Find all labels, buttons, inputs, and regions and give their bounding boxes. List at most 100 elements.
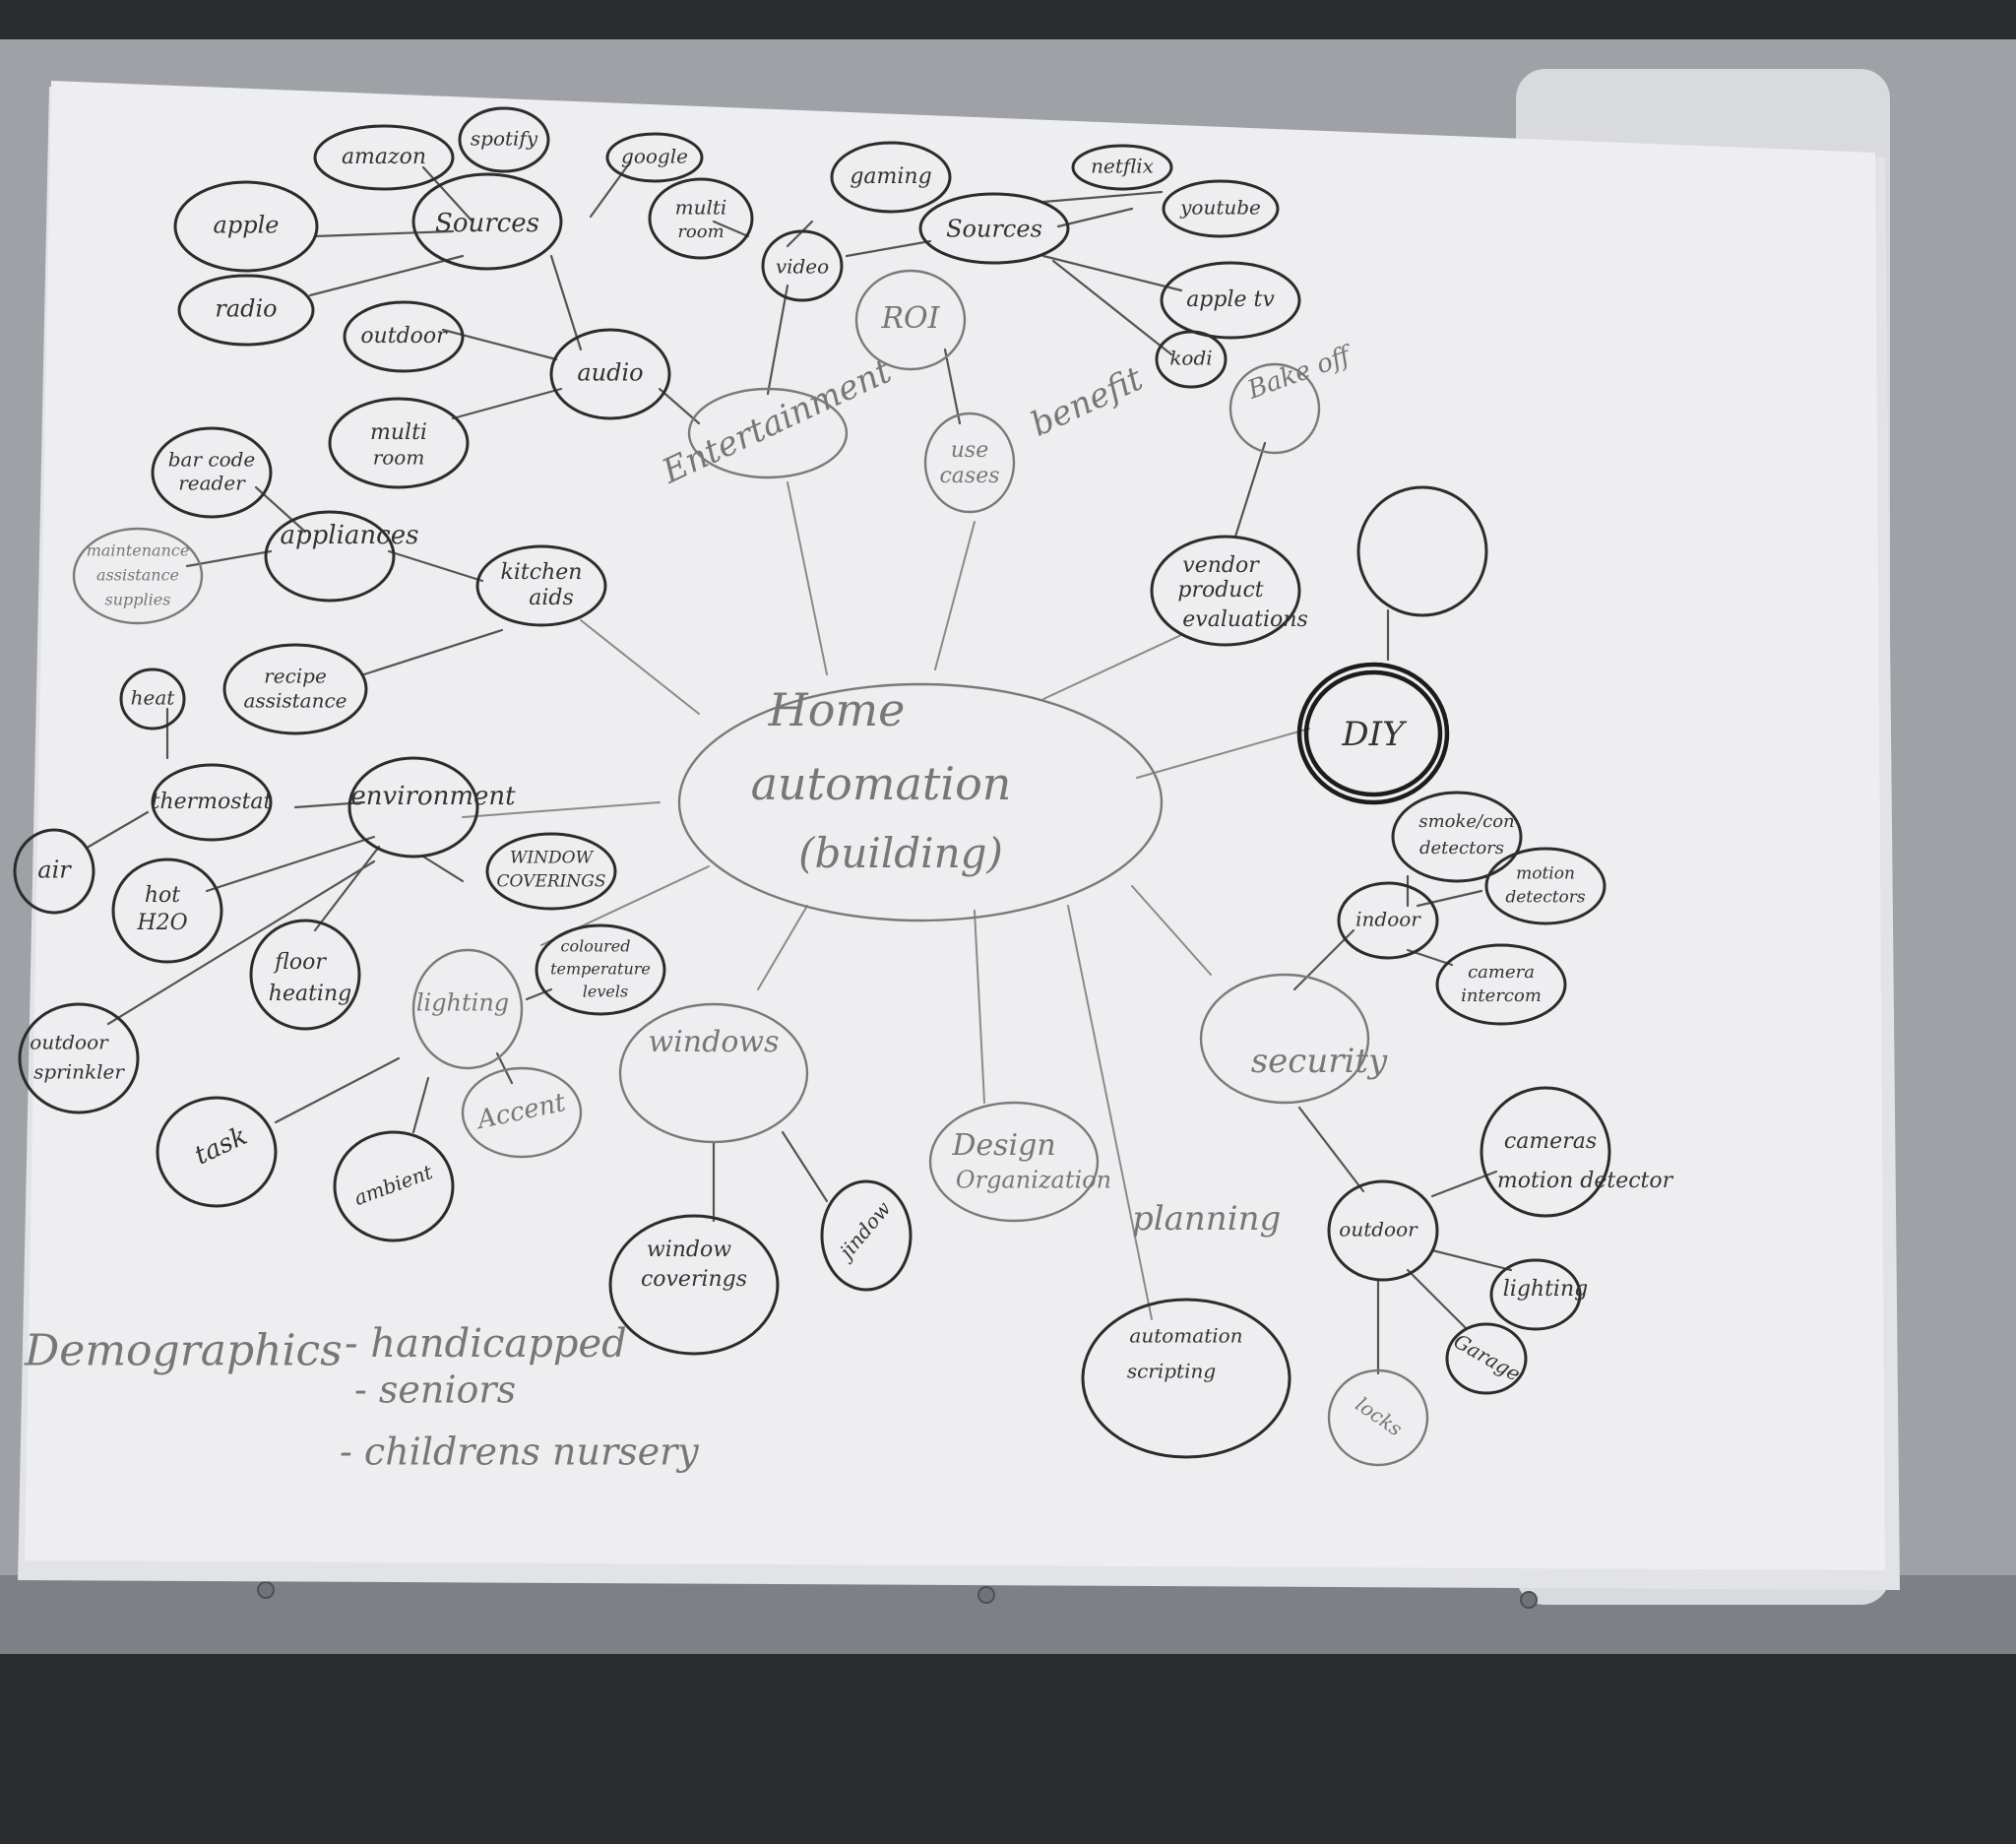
vendor-label-2: product [1177, 578, 1263, 603]
security-node [1199, 973, 1370, 1105]
amazon-node [313, 124, 455, 191]
apple-node [173, 180, 319, 273]
appliances-node [264, 510, 396, 603]
window-coverings-node [608, 1214, 780, 1356]
audio-node [549, 328, 671, 420]
environment-node [347, 756, 479, 858]
screw [1520, 1591, 1538, 1609]
window-coverings-env-label-2: COVERINGS [497, 872, 606, 892]
screw [977, 1586, 995, 1604]
design-label-2: Organization [956, 1167, 1111, 1194]
appletv-label: apple tv [1186, 287, 1275, 312]
apple-label: apple [214, 212, 280, 239]
indoor-label: indoor [1355, 908, 1421, 931]
thermostat-node [151, 763, 273, 842]
spotify-node [458, 106, 550, 173]
automation-scripting-node [1081, 1298, 1292, 1459]
smoke-label-2: detectors [1419, 838, 1504, 858]
motion-in-label-1: motion [1516, 864, 1575, 884]
entertainment-node [687, 387, 849, 479]
diy-node-ring [1303, 669, 1443, 797]
recipe-node [222, 643, 368, 735]
multiroom-audio-label-1: multi [370, 420, 427, 445]
kitchen-label-1: kitchen [501, 560, 583, 585]
camera-intercom-node [1435, 943, 1567, 1026]
air-node [13, 828, 95, 915]
youtube-label: youtube [1179, 196, 1261, 220]
recipe-label-1: recipe [264, 665, 327, 688]
automation-scripting-label-2: scripting [1127, 1360, 1216, 1383]
audio-sources-node [411, 172, 563, 271]
outdoor-sprinkler-label-2: sprinkler [33, 1060, 125, 1084]
outdoor-sec-label: outdoor [1339, 1218, 1418, 1241]
demographics-item-2: - seniors [354, 1368, 516, 1412]
appliances-label: appliances [281, 521, 419, 550]
bake-off-node [1228, 362, 1321, 455]
central-node [677, 682, 1164, 922]
demographics-item-1: - handicapped [345, 1321, 627, 1367]
cameras-out-node [1480, 1086, 1611, 1218]
smoke-label-1: smoke/con [1418, 811, 1514, 832]
cameras-out-label-2: motion detector [1497, 1169, 1674, 1193]
outdoor-audio-node [343, 300, 465, 373]
locks-node [1327, 1368, 1429, 1467]
use-cases-label-1: use [951, 438, 988, 463]
outdoor-sec-node [1327, 1179, 1439, 1282]
window-coverings-label-1: window [647, 1238, 731, 1262]
camera-intercom-label-1: camera [1468, 962, 1535, 983]
motion-in-node [1484, 847, 1606, 925]
motion-in-label-2: detectors [1505, 888, 1586, 908]
radio-node [177, 274, 315, 347]
floor-heating-node [249, 919, 361, 1031]
diy-node [1296, 662, 1450, 805]
environment-label: environment [350, 782, 516, 811]
vendor-label-3: evaluations [1182, 607, 1307, 632]
outdoor-sprinkler-label-1: outdoor [30, 1031, 109, 1054]
kodi-label: kodi [1169, 347, 1212, 370]
paper-sheet [25, 81, 1885, 1570]
lighting-out-node [1489, 1258, 1582, 1331]
radio-label: radio [215, 295, 277, 323]
video-sources-label: Sources [946, 216, 1042, 243]
diy-label: DIY [1341, 715, 1408, 754]
window-coverings-env-label-1: WINDOW [510, 849, 595, 868]
planning-label: planning [1132, 1199, 1281, 1239]
accent-node [461, 1066, 583, 1159]
central-label-2: automation [751, 757, 1012, 810]
barcode-label-2: reader [178, 472, 246, 495]
amazon-label: amazon [342, 145, 426, 169]
hot-h2o-label-1: hot [145, 883, 180, 908]
central-label-1: Home [768, 683, 906, 736]
coloured-temp-node [535, 923, 666, 1016]
multiroom-video-label-1: multi [675, 196, 727, 220]
lighting-label: lighting [416, 989, 509, 1017]
barcode-node [151, 426, 273, 519]
hot-h2o-node [111, 858, 223, 964]
multiroom-audio-node [328, 397, 470, 489]
task-node [156, 1096, 278, 1208]
central-label-3: (building) [798, 829, 1003, 877]
audio-label: audio [577, 359, 643, 387]
lighting-out-label: lighting [1503, 1277, 1588, 1302]
coloured-temp-label-1: coloured [560, 937, 630, 956]
heat-label: heat [131, 686, 176, 710]
google-node [605, 132, 704, 183]
google-label: google [621, 145, 688, 168]
labels: Home automation (building) Entertainment… [24, 127, 1674, 1474]
automation-scripting-label-1: automation [1129, 1324, 1242, 1348]
windows-node [618, 1002, 809, 1144]
outdoor-audio-label: outdoor [360, 324, 448, 349]
use-cases-node [923, 412, 1016, 514]
diy-empty-node [1356, 485, 1488, 617]
gaming-node [830, 141, 952, 214]
barcode-label-1: bar code [168, 448, 256, 472]
jindow-node [820, 1179, 913, 1292]
multiroom-video-label-2: room [677, 222, 724, 242]
vendor-eval-node [1150, 535, 1301, 647]
appletv-node [1160, 261, 1301, 340]
maintenance-label-3: supplies [105, 591, 171, 609]
window-coverings-label-2: coverings [641, 1267, 747, 1292]
maintenance-label-1: maintenance [87, 541, 190, 560]
gaming-label: gaming [850, 164, 931, 189]
